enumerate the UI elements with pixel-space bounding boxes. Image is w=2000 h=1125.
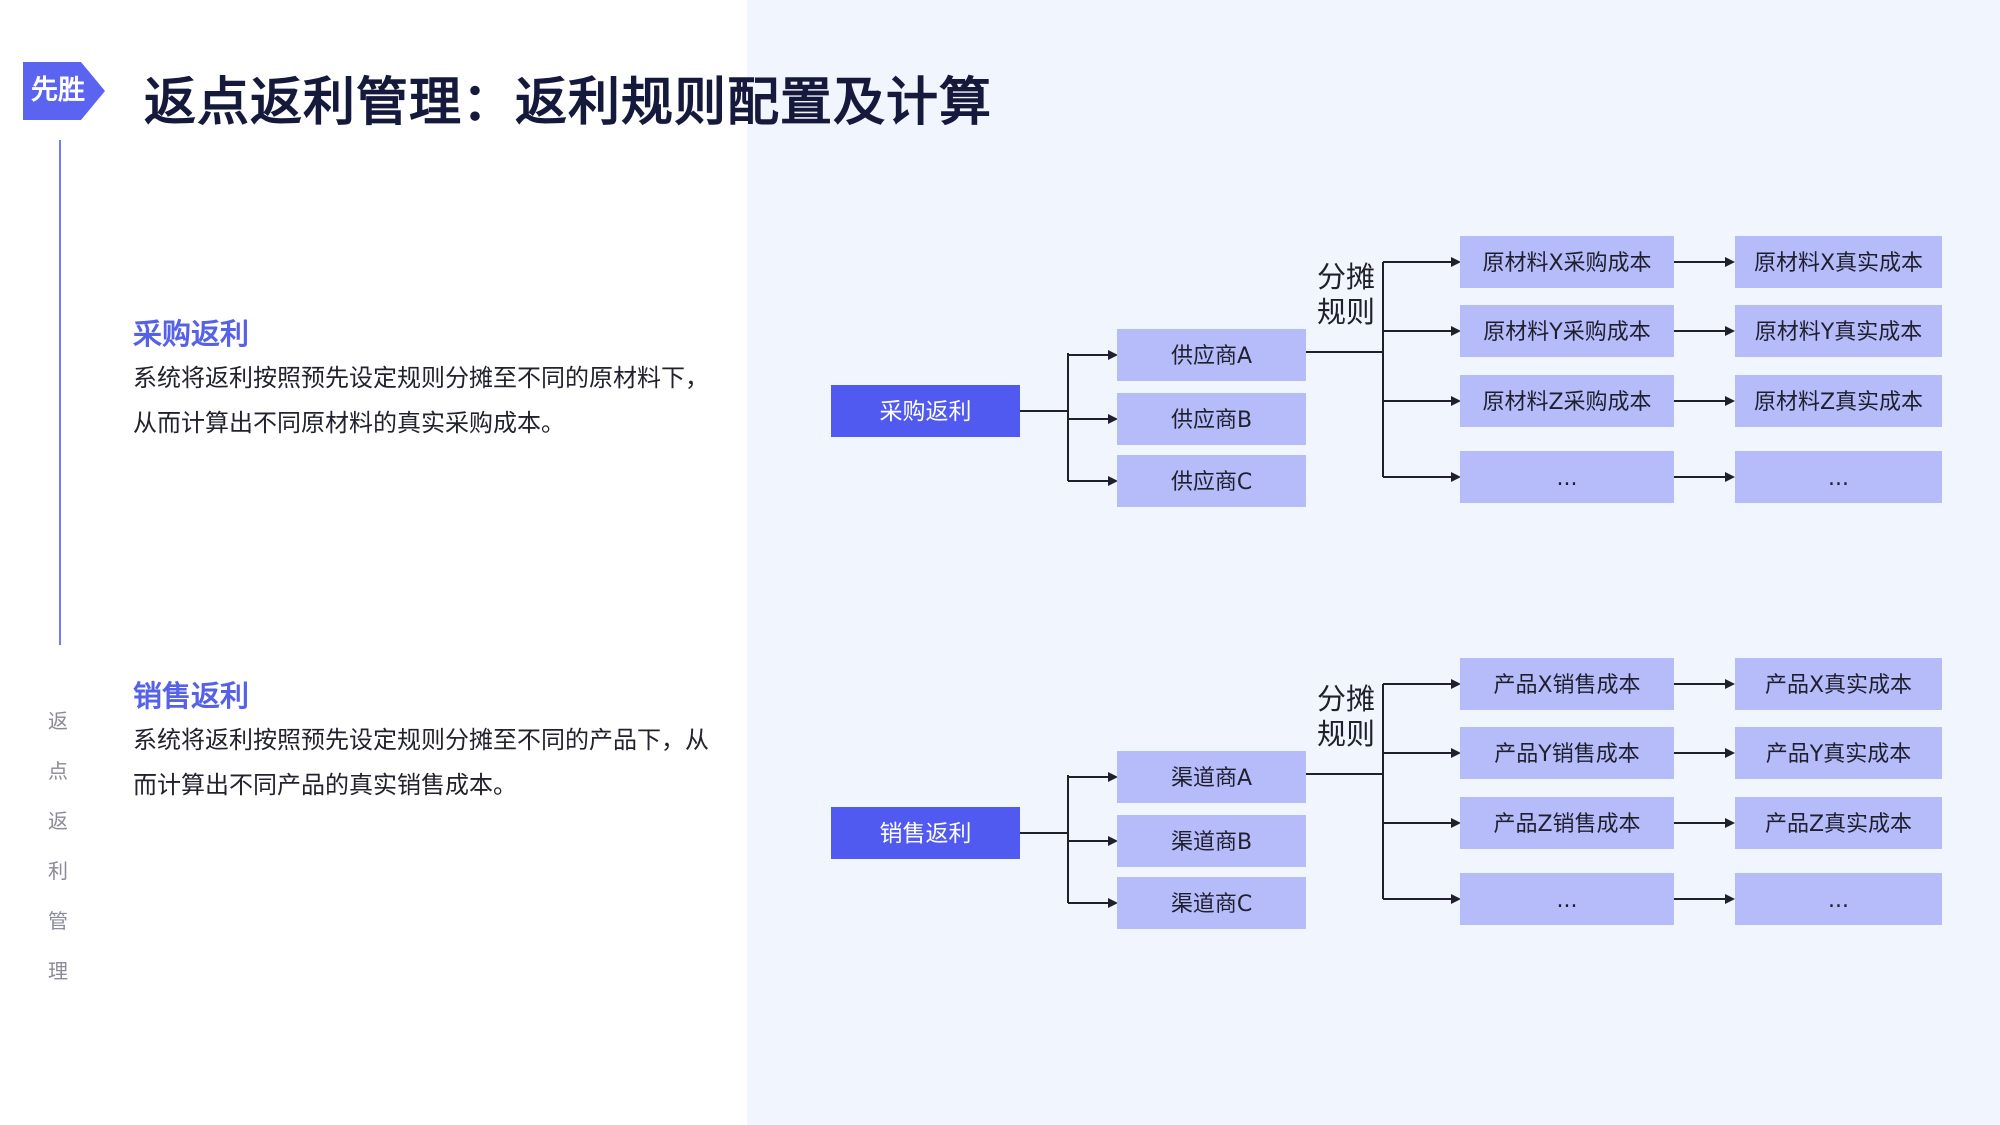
root-node-label: 采购返利 — [880, 399, 972, 425]
root-node-label: 销售返利 — [880, 821, 972, 847]
rule-label-line2: 规则 — [1317, 717, 1375, 751]
result-node-box — [1735, 451, 1942, 503]
party-node-label: 渠道商C — [1171, 892, 1252, 917]
cost-node-label: ... — [1557, 888, 1578, 913]
section-desc-purchase: 系统将返利按照预先设定规则分摊至不同的原材料下，从而计算出不同原材料的真实采购成… — [133, 364, 709, 437]
logo-badge-icon — [23, 62, 105, 120]
side-divider-line — [59, 140, 61, 645]
diagram-panel-background — [747, 0, 2000, 1125]
section-desc-sales: 系统将返利按照预先设定规则分摊至不同的产品下，从而计算出不同产品的真实销售成本。 — [133, 726, 709, 799]
result-node-box — [1735, 658, 1942, 710]
party-node-label: 渠道商A — [1171, 766, 1252, 791]
side-vertical-char: 利 — [48, 859, 68, 883]
cost-node-label: 原材料Y采购成本 — [1483, 320, 1650, 345]
party-node-box — [1117, 455, 1306, 507]
cost-node-box — [1460, 451, 1674, 503]
side-vertical-label: 返 点 返 利 管 理 — [44, 705, 72, 1005]
rule-label-line1: 分摊 — [1317, 260, 1375, 294]
party-node-label: 供应商C — [1171, 470, 1252, 495]
party-node-box — [1117, 751, 1306, 803]
result-node-label: ... — [1828, 466, 1849, 491]
cost-node-box — [1460, 236, 1674, 288]
result-node-label: 原材料Z真实成本 — [1754, 390, 1923, 415]
result-node-label: 产品Z真实成本 — [1765, 812, 1912, 837]
result-node-box — [1735, 305, 1942, 357]
cost-node-box — [1460, 873, 1674, 925]
party-node-box — [1117, 815, 1306, 867]
page-title: 返点返利管理：返利规则配置及计算 — [144, 73, 993, 133]
cost-node-label: ... — [1557, 466, 1578, 491]
result-node-box — [1735, 873, 1942, 925]
party-node-label: 供应商B — [1171, 408, 1252, 433]
side-vertical-char: 返 — [48, 809, 68, 833]
cost-node-label: 原材料X采购成本 — [1482, 251, 1651, 276]
cost-node-box — [1460, 797, 1674, 849]
root-node-box — [831, 807, 1020, 859]
result-node-label: 产品X真实成本 — [1765, 673, 1912, 698]
rule-label-line1: 分摊 — [1317, 682, 1375, 716]
result-node-box — [1735, 727, 1942, 779]
side-vertical-char: 返 — [48, 709, 68, 733]
root-node-box — [831, 385, 1020, 437]
cost-node-box — [1460, 727, 1674, 779]
section-title-sales: 销售返利 — [133, 679, 250, 713]
result-node-label: 原材料X真实成本 — [1754, 251, 1923, 276]
result-node-label: ... — [1828, 888, 1849, 913]
party-node-box — [1117, 877, 1306, 929]
section-title-purchase: 采购返利 — [133, 317, 250, 351]
cost-node-label: 产品Y销售成本 — [1494, 742, 1639, 767]
cost-node-box — [1460, 658, 1674, 710]
cost-node-label: 产品X销售成本 — [1493, 673, 1640, 698]
side-vertical-char: 点 — [48, 759, 68, 783]
result-node-box — [1735, 375, 1942, 427]
party-node-box — [1117, 393, 1306, 445]
party-node-label: 渠道商B — [1171, 830, 1252, 855]
result-node-label: 原材料Y真实成本 — [1755, 320, 1922, 345]
side-vertical-char: 理 — [48, 959, 68, 983]
logo-text: 先胜 — [31, 75, 85, 106]
cost-node-box — [1460, 305, 1674, 357]
cost-node-label: 产品Z销售成本 — [1493, 812, 1640, 837]
cost-node-label: 原材料Z采购成本 — [1482, 390, 1651, 415]
brand-logo: 先胜 — [23, 62, 105, 120]
rule-label-line2: 规则 — [1317, 295, 1375, 329]
result-node-box — [1735, 236, 1942, 288]
cost-node-box — [1460, 375, 1674, 427]
result-node-label: 产品Y真实成本 — [1766, 742, 1911, 767]
party-node-box — [1117, 329, 1306, 381]
side-vertical-char: 管 — [48, 909, 68, 933]
result-node-box — [1735, 797, 1942, 849]
party-node-label: 供应商A — [1171, 344, 1252, 369]
